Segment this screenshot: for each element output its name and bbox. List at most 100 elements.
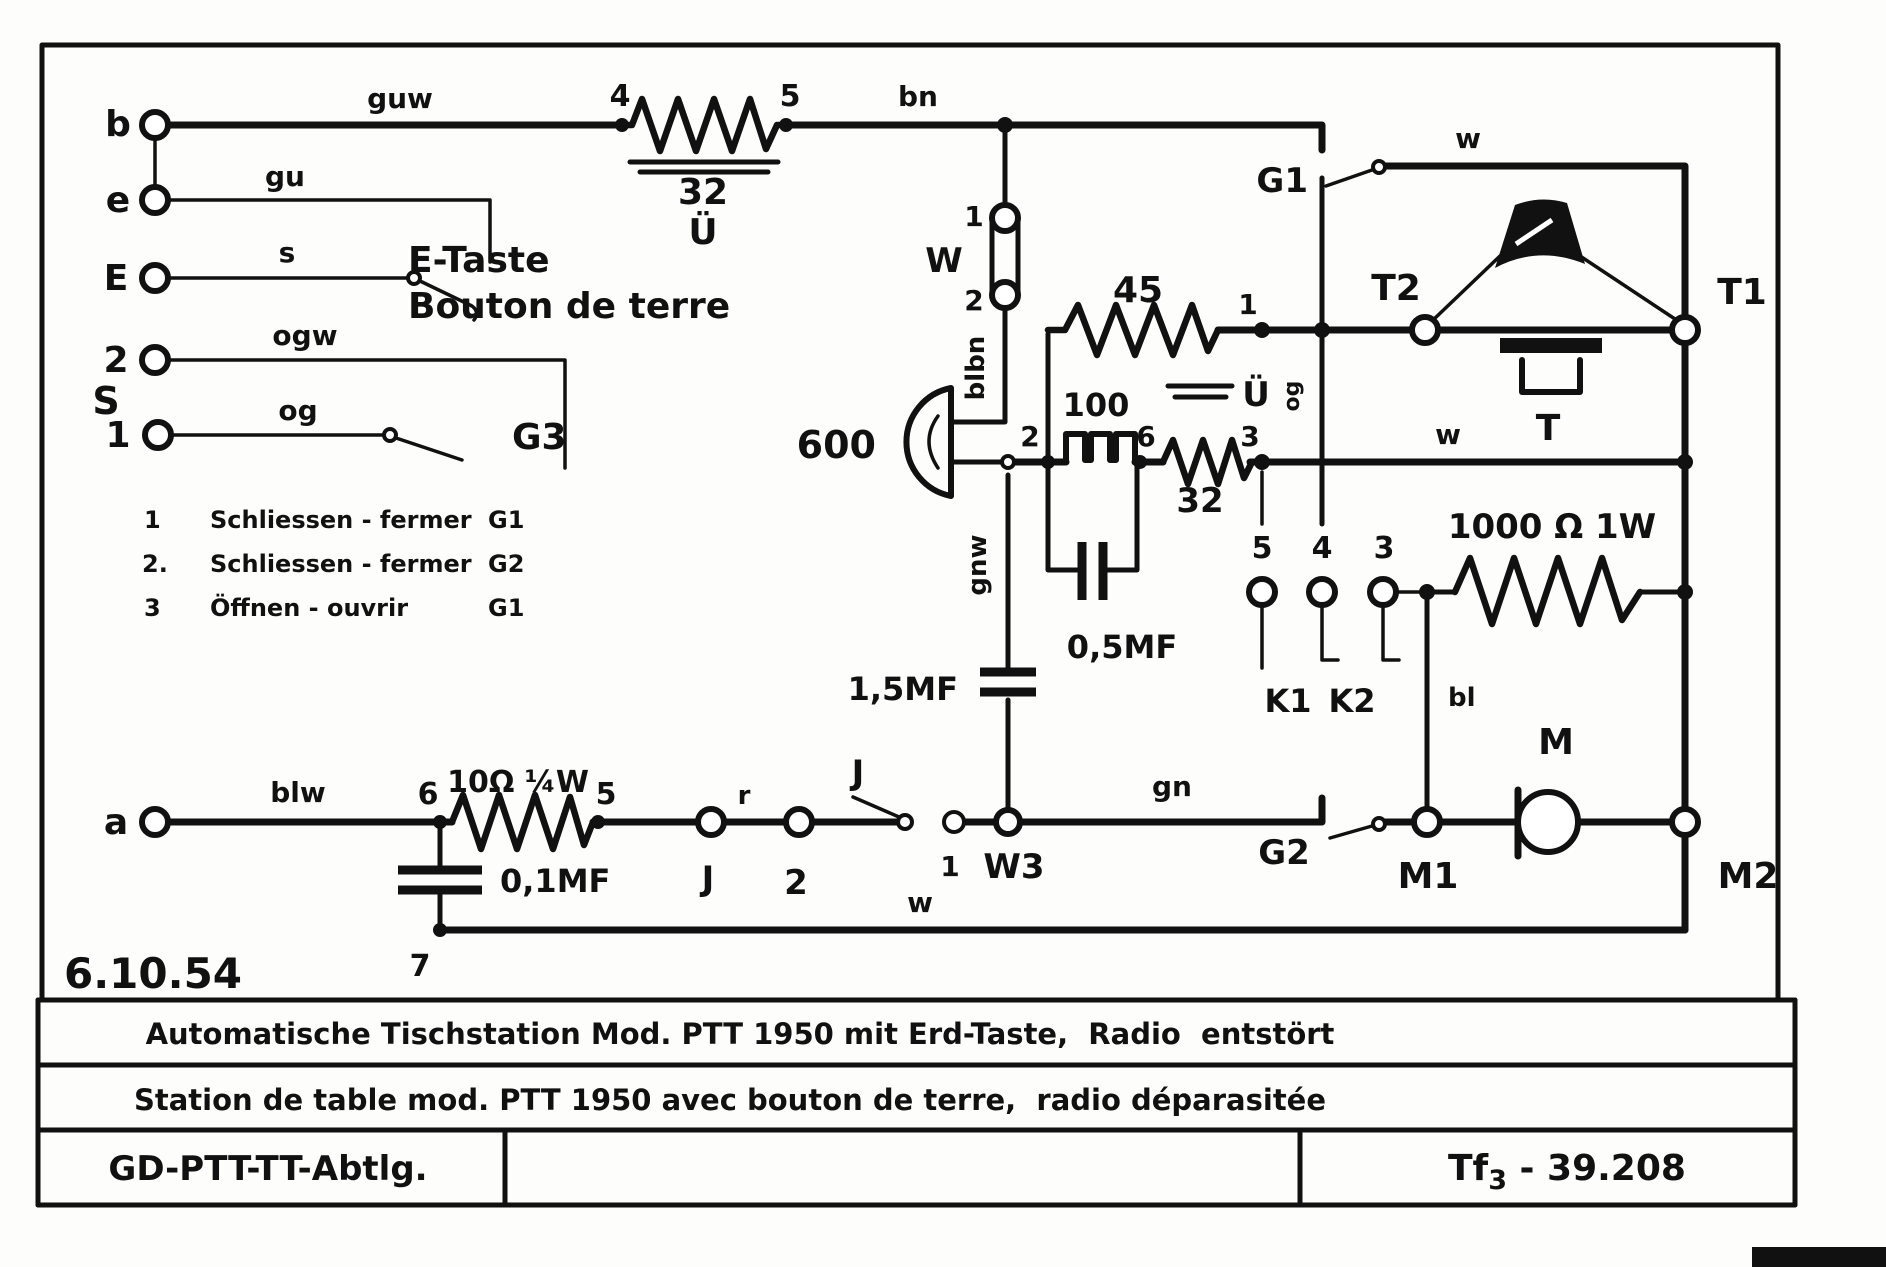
choke-100-label: 100 <box>1063 386 1130 424</box>
wire-s-label: s <box>279 236 296 269</box>
core-u-label: Ü <box>1242 374 1270 415</box>
terminal-4-label: 4 <box>1312 531 1333 566</box>
terminal-T2 <box>1409 314 1441 346</box>
node-2-label: 2 <box>1020 420 1039 453</box>
terminal-T1 <box>1669 314 1701 346</box>
title-german: Automatische Tischstation Mod. PTT 1950 … <box>146 1017 1335 1051</box>
terminal-m2-label: M2 <box>1718 856 1779 897</box>
fuse-2-label: 2 <box>964 284 983 317</box>
wire-gn-label: gn <box>1152 770 1192 803</box>
legend-3-text: Öffnen - ouvrir <box>210 592 408 622</box>
wire-bl-label: bl <box>1448 683 1476 713</box>
wire-guw-label: guw <box>367 82 433 115</box>
res-1000-label: 1000 Ω 1W <box>1448 507 1656 547</box>
point-5b-label: 5 <box>596 777 617 812</box>
switch-G1 <box>1324 159 1387 188</box>
wire-bn-label: bn <box>898 80 938 113</box>
receiver-600 <box>903 385 954 499</box>
capacitor-0.5MF <box>1077 542 1108 600</box>
coil-32-transformer <box>616 95 790 175</box>
wire-ogw-label: ogw <box>272 319 337 352</box>
switch-G3 <box>382 427 464 462</box>
terminals-K <box>1246 576 1399 608</box>
terminal-j-label: J <box>700 859 715 899</box>
capacitor-0.1MF <box>398 865 482 895</box>
wire-gu-label: gu <box>265 160 305 193</box>
w3-label: W3 <box>983 847 1044 887</box>
wire-r-label: r <box>738 781 751 811</box>
legend-3-num: 3 <box>144 594 161 622</box>
wire-gnw-label: gnw <box>963 534 993 595</box>
switch-g3-label: G3 <box>512 417 567 458</box>
terminal-t2-label: T2 <box>1371 268 1421 309</box>
switch-g1-label: G1 <box>1256 161 1308 201</box>
choke-100 <box>1063 431 1138 465</box>
microphone-T-icon <box>1500 338 1602 395</box>
winding-32-label: 32 <box>1176 481 1223 521</box>
terminal-t1-label: T1 <box>1717 272 1767 313</box>
fuse-W <box>989 202 1021 311</box>
handset-earpiece-icon <box>1430 199 1680 323</box>
receiver-600-label: 600 <box>797 423 876 467</box>
winding-45 <box>1044 301 1222 359</box>
winding-32 <box>1159 383 1256 488</box>
cap-15-label: 1,5MF <box>848 670 958 708</box>
terminal-3-label: 3 <box>1374 531 1395 566</box>
wire-blw-label: blw <box>270 776 326 809</box>
res-10-label: 10Ω ¼W <box>447 765 589 800</box>
cap-01-label: 0,1MF <box>500 862 610 900</box>
terminal-M2 <box>1669 806 1701 838</box>
point-1-label: 1 <box>1238 288 1257 321</box>
drawing-frame <box>35 42 1886 1267</box>
drawing-date: 6.10.54 <box>64 949 242 998</box>
switch-j-label: J <box>850 753 865 793</box>
title-french: Station de table mod. PTT 1950 avec bout… <box>134 1083 1326 1117</box>
bouton-terre-label: Bouton de terre <box>408 286 730 327</box>
legend-2-num: 2. <box>142 550 168 578</box>
legend-2-ref: G2 <box>488 550 524 578</box>
point-5-label: 5 <box>780 79 801 114</box>
terminal-s1-label: 1 <box>105 415 130 456</box>
legend-3-ref: G1 <box>488 594 524 622</box>
switch-G2 <box>1328 816 1387 840</box>
legend-1-ref: G1 <box>488 506 524 534</box>
motor-M <box>1514 786 1581 860</box>
drawing-number: Tf3 - 39.208 <box>1448 1148 1686 1196</box>
k2-label: K2 <box>1328 682 1375 720</box>
coil32-value: 32 <box>678 172 728 213</box>
switch-J <box>695 795 1023 838</box>
terminal-e-label: e <box>106 180 130 221</box>
terminal-2b-label: 2 <box>784 863 808 903</box>
mic-t-label: T <box>1536 408 1561 449</box>
terminal-S-label: S <box>92 379 119 423</box>
line-terminals <box>139 109 174 838</box>
resistor-10ohm <box>448 791 597 853</box>
legend: 1 Schliessen - fermer G1 2. Schliessen -… <box>142 506 524 622</box>
wire-w-mid-label: w <box>1435 418 1461 451</box>
drawing-number-sub: 3 <box>1488 1165 1507 1196</box>
coil32-unit: Ü <box>688 211 717 253</box>
terminal-5-label: 5 <box>1252 531 1273 566</box>
k1-label: K1 <box>1264 682 1311 720</box>
node-6-label: 6 <box>1136 420 1155 453</box>
point-3-label: 3 <box>1240 420 1259 453</box>
point-4-label: 4 <box>610 79 631 114</box>
scan-artifact <box>1752 1247 1886 1267</box>
terminal-b-label: b <box>105 104 131 145</box>
wire-w-top-label: w <box>1455 122 1481 155</box>
cap-05-label: 0,5MF <box>1067 628 1177 666</box>
terminal-M1 <box>1411 806 1443 838</box>
wire-blbn-label: blbn <box>961 336 991 401</box>
switch-g2-label: G2 <box>1258 833 1310 873</box>
drawing-number-rest: - 39.208 <box>1507 1148 1686 1189</box>
point-7-label: 7 <box>410 949 431 984</box>
point-6-label: 6 <box>418 777 439 812</box>
wire-og-label: og <box>278 394 317 427</box>
junction-dots <box>433 117 1693 937</box>
e-taste-label: E-Taste <box>408 240 550 281</box>
terminal-a-label: a <box>104 802 128 843</box>
legend-1-num: 1 <box>144 506 161 534</box>
legend-2-text: Schliessen - fermer <box>210 550 472 578</box>
